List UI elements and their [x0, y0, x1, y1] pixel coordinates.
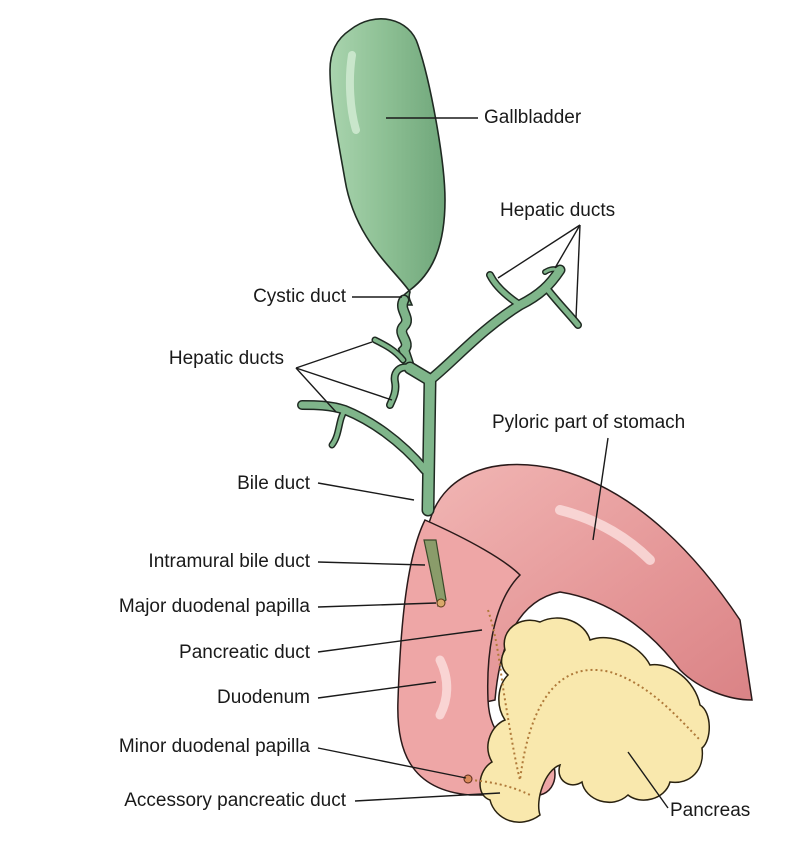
label-pancreatic-duct: Pancreatic duct	[179, 642, 310, 663]
label-hepatic-ducts-right: Hepatic ducts	[500, 200, 616, 221]
gallbladder-highlight	[345, 51, 360, 134]
leader-lines	[295, 117, 669, 809]
intramural-duct-shape	[423, 539, 447, 608]
label-pyloric-part-of-stomach: Pyloric part of stomach	[492, 412, 686, 433]
label-accessory-pancreatic-duct: Accessory pancreatic duct	[124, 790, 346, 811]
pancreas-shape	[479, 617, 710, 823]
label-bile-duct: Bile duct	[237, 473, 310, 494]
label-major-duodenal-papilla: Major duodenal papilla	[118, 596, 310, 617]
cystic-duct-fill	[397, 296, 414, 372]
label-pancreas: Pancreas	[670, 800, 751, 821]
label-intramural-bile-duct: Intramural bile duct	[148, 551, 310, 572]
label-duodenum: Duodenum	[217, 687, 310, 708]
label-hepatic-ducts-left: Hepatic ducts	[168, 348, 284, 369]
minor-papilla-dot	[463, 774, 473, 784]
label-gallbladder: Gallbladder	[484, 107, 582, 128]
duodenum-highlight	[435, 655, 452, 720]
major-papilla-dot	[436, 598, 446, 608]
label-minor-duodenal-papilla: Minor duodenal papilla	[118, 736, 310, 757]
pancreatic-duct-path	[487, 609, 701, 781]
duct-tree-fill	[298, 266, 581, 515]
label-cystic-duct: Cystic duct	[253, 286, 346, 307]
stomach-highlight	[555, 505, 655, 565]
